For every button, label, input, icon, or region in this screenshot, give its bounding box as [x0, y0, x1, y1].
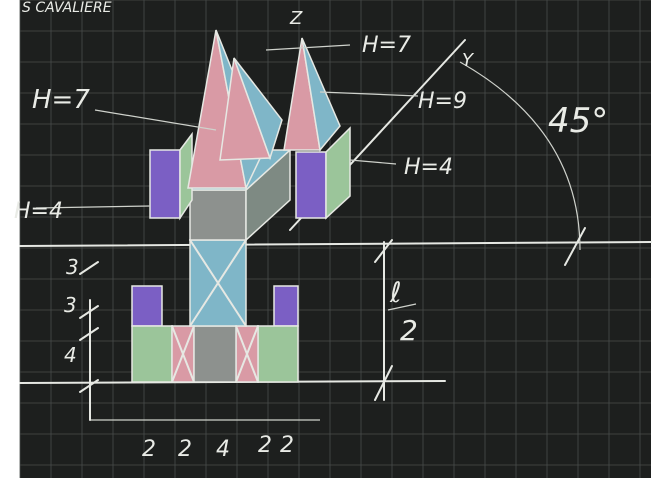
dim-h-1: 2	[142, 437, 156, 462]
z-axis-label: Z	[289, 8, 303, 29]
dimension-tick	[79, 379, 99, 393]
right-tower-front	[295, 151, 327, 219]
half-label-den: 2	[400, 314, 418, 347]
dimension-tick	[79, 305, 99, 319]
center-spire-side	[233, 57, 283, 161]
leader-line	[35, 205, 151, 209]
chalk-drawing: S CAVALIERE Z Y 45° H=7 H=9 H=7 H=4 H=4 …	[14, 0, 652, 478]
right-tower-side	[325, 126, 351, 220]
front-left-base	[131, 325, 173, 383]
dim-h-2: 2	[178, 437, 192, 462]
dimension-tick	[79, 327, 99, 341]
dimension-tick	[79, 261, 99, 275]
cross-brace	[171, 325, 195, 383]
angle-label: 45°	[548, 101, 608, 141]
dim-h-4: 2	[258, 433, 272, 458]
chalkboard: S CAVALIERE Z Y 45° H=7 H=9 H=7 H=4 H=4 …	[14, 0, 652, 478]
leader-line	[94, 109, 217, 131]
dim-h-3: 4	[216, 437, 230, 462]
cavalier-castle	[149, 29, 351, 242]
front-right-window	[273, 285, 299, 327]
arc-tick	[564, 227, 586, 266]
dim-v-1: 3	[66, 255, 79, 279]
background-grid	[19, 0, 651, 478]
dim-v-3: 4	[64, 343, 77, 367]
angle-arc	[459, 61, 581, 251]
dim-v-2: 3	[64, 293, 77, 317]
right-tower-height-label: H=4	[404, 155, 453, 180]
cross-brace	[235, 325, 259, 383]
y-axis-label: Y	[462, 50, 475, 71]
left-tower-front	[149, 149, 181, 219]
half-label-num: ℓ	[389, 276, 402, 309]
front-elevation	[131, 239, 299, 383]
right-spire-height-label: H=7	[362, 33, 411, 58]
left-tower-side	[179, 131, 193, 221]
leader-line	[319, 91, 419, 97]
leader-line	[265, 44, 351, 51]
front-right-base	[257, 325, 299, 383]
castle-body	[189, 189, 247, 241]
front-left-window	[131, 285, 163, 327]
left-spire-height-label: H=7	[32, 85, 90, 115]
left-tower-height-label: H=4	[14, 199, 63, 224]
front-center-block	[193, 325, 237, 383]
right-spire-side	[301, 37, 341, 152]
cross-brace	[189, 239, 247, 327]
horizon-line	[19, 241, 652, 247]
leader-line	[349, 159, 397, 165]
header-scribble: S CAVALIERE	[22, 0, 112, 16]
center-spire-height-label: H=9	[418, 89, 467, 114]
half-label-bar	[387, 303, 417, 311]
dim-h-5: 2	[280, 433, 294, 458]
